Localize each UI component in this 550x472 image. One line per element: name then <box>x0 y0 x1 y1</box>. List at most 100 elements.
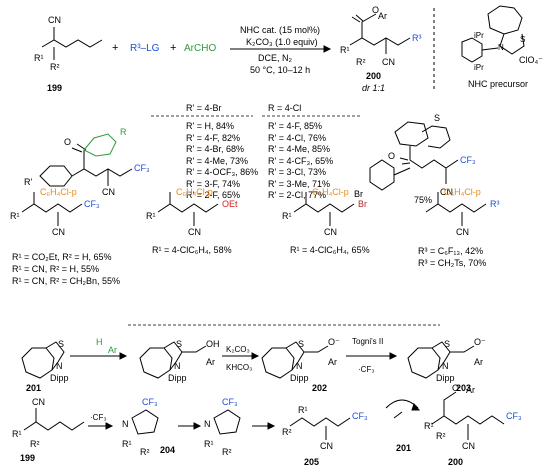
ex4-yields: R³ = C₆F₁₃, 42% R³ = CH₂Ts, 70% <box>418 246 486 270</box>
cl-item: R' = 3-Me, 71% <box>268 178 330 189</box>
scaffold-benzoyl-ring <box>83 133 117 157</box>
m-ring-cf3: CF₃ <box>222 397 238 407</box>
r1-label: R¹ <box>34 53 44 63</box>
precursor-ring7 <box>487 5 523 35</box>
breslow-dipp: Dipp <box>168 373 187 383</box>
scaffold-aryl-ring <box>39 165 73 187</box>
togni-label: Togni's II <box>352 337 384 346</box>
m204-cf3: CF₃ <box>142 397 158 407</box>
khco3-label: KHCO₃ <box>226 363 253 372</box>
ex1-cf3: CF₃ <box>84 199 100 209</box>
cl-item: R' = 4-Cl, 76% <box>268 132 326 143</box>
ex1-line: R¹ = CN, R² = CH₂Bn, 55% <box>12 276 121 286</box>
m205-r1: R¹ <box>298 405 308 415</box>
m-ring-r1: R¹ <box>204 439 214 449</box>
nhc-dipp-label: Dipp <box>50 373 69 383</box>
ex3-br: Br <box>358 199 367 209</box>
archo-h-label: H <box>96 337 103 347</box>
ipr-bottom-label: iPr <box>474 63 484 72</box>
product-r1-label: R¹ <box>340 45 350 55</box>
enolate-202-cycloheptane <box>261 347 295 379</box>
archo-ar-label: Ar <box>108 345 117 355</box>
m-199-label: 199 <box>20 453 36 463</box>
cl-yield-list: R' = 4-F, 85% R' = 4-Cl, 76% R' = 4-Me, … <box>268 121 333 202</box>
scaffold-o-label: O <box>64 137 72 147</box>
ex3-r1: R¹ <box>282 211 292 221</box>
breslow-ar: Ar <box>206 357 215 367</box>
thio-benzo-ring <box>394 121 429 147</box>
ex4-line: R³ = C₆F₁₃, 42% <box>418 246 484 256</box>
bromophenyl-ring <box>369 159 395 191</box>
product-o-label: O <box>372 5 380 15</box>
ex1-line: R¹ = CO₂Et, R² = H, 65% <box>12 252 112 262</box>
enolate-dipp: Dipp <box>290 373 309 383</box>
ex2-oet: OEt <box>222 199 238 209</box>
m-r1-label: R¹ <box>12 429 22 439</box>
m204-n: N <box>122 419 129 429</box>
ex4-r3: R³ <box>490 199 500 209</box>
ex2-r1: R¹ <box>146 211 156 221</box>
product-ar-label: Ar <box>378 11 387 21</box>
ex3-cn: CN <box>324 227 337 237</box>
ex1-r1: R¹ <box>10 211 20 221</box>
radical-dipp: Dipp <box>436 373 455 383</box>
m200-cf3: CF₃ <box>506 411 522 421</box>
m200-o: O <box>452 383 460 393</box>
iminyl-ring-204 <box>131 409 159 435</box>
m204-r1: R¹ <box>122 439 132 449</box>
ex2-line: R¹ = 4-ClC₆H₄, 58% <box>152 245 232 255</box>
m200-r2: R² <box>436 431 446 441</box>
ex2-aryl: C₆H₄Cl-p <box>176 187 213 197</box>
br-item: R' = 2-F, 65% <box>186 190 240 200</box>
thio-cf3-label: CF₃ <box>460 155 476 165</box>
thio-br-label: Br <box>354 189 363 199</box>
ex1-line: R¹ = CN, R² = H, 55% <box>12 264 100 274</box>
br-item: R' = 3-F, 74% <box>186 178 240 189</box>
breslow-oh: OH <box>206 339 220 349</box>
br-item: R' = 4-Br, 68% <box>186 144 244 154</box>
m-ring-n: N <box>204 419 211 429</box>
enolate-ar: Ar <box>328 357 337 367</box>
product-200-chain <box>349 37 411 46</box>
nhc-201-cycloheptane <box>21 347 55 379</box>
m205-r2: R² <box>282 427 292 437</box>
cl-item: R' = 2-Cl, 77% <box>268 190 326 200</box>
ex4-line: R³ = CH₂Ts, 70% <box>418 258 487 268</box>
archo-reagent: ArCHO <box>184 43 217 54</box>
m201b-label: 201 <box>396 443 412 453</box>
counterion-label: ClO₄⁻ <box>519 55 543 65</box>
br-item: R' = H, 84% <box>186 121 234 131</box>
enolate-s-label: S <box>298 339 305 349</box>
enolate-ominus: O⁻ <box>328 337 340 347</box>
r2-label: R² <box>50 62 60 72</box>
m-ring-r2: R² <box>222 447 232 457</box>
cl-item: R' = 3-Cl, 73% <box>268 167 326 177</box>
ex4-aryl: C₆H₄Cl-p <box>444 187 481 197</box>
nhc-s-label: S <box>58 339 65 349</box>
radical-n-label: N <box>442 361 449 371</box>
thio-o-label: O <box>388 151 396 161</box>
cf3-radical-out: ·CF₃ <box>358 365 375 374</box>
br-item: R' = 4-OCF₃, 86% <box>186 167 259 177</box>
precursor-n-label: N <box>498 43 504 52</box>
iminyl-ring-2 <box>213 409 241 435</box>
m200-r1: R¹ <box>424 421 434 431</box>
br-item: R' = 4-F, 82% <box>186 132 240 143</box>
m200-label: 200 <box>448 457 464 467</box>
m204-r2: R² <box>140 447 150 457</box>
breslow-cycloheptane <box>139 347 173 379</box>
radical-s-label: S <box>444 339 451 349</box>
ex2-cn: CN <box>188 227 201 237</box>
m200-cn: CN <box>462 441 475 451</box>
conditions-solvent: DCE, N₂ <box>258 53 292 63</box>
ex3-line: R¹ = 4-ClC₆H₄, 65% <box>290 245 370 255</box>
product-r2-label: R² <box>356 57 366 67</box>
cl-header: R = 4-Cl <box>268 103 302 113</box>
conditions-base: K₂CO₃ (1.0 equiv) <box>246 37 318 47</box>
nhc-n-label: N <box>56 361 63 371</box>
cl-item: R' = 4-F, 85% <box>268 121 322 131</box>
ex3-aryl: C₆H₄Cl-p <box>312 187 349 197</box>
thio-s-label: S <box>434 113 441 123</box>
conditions-temp: 50 °C, 10–12 h <box>250 65 311 75</box>
